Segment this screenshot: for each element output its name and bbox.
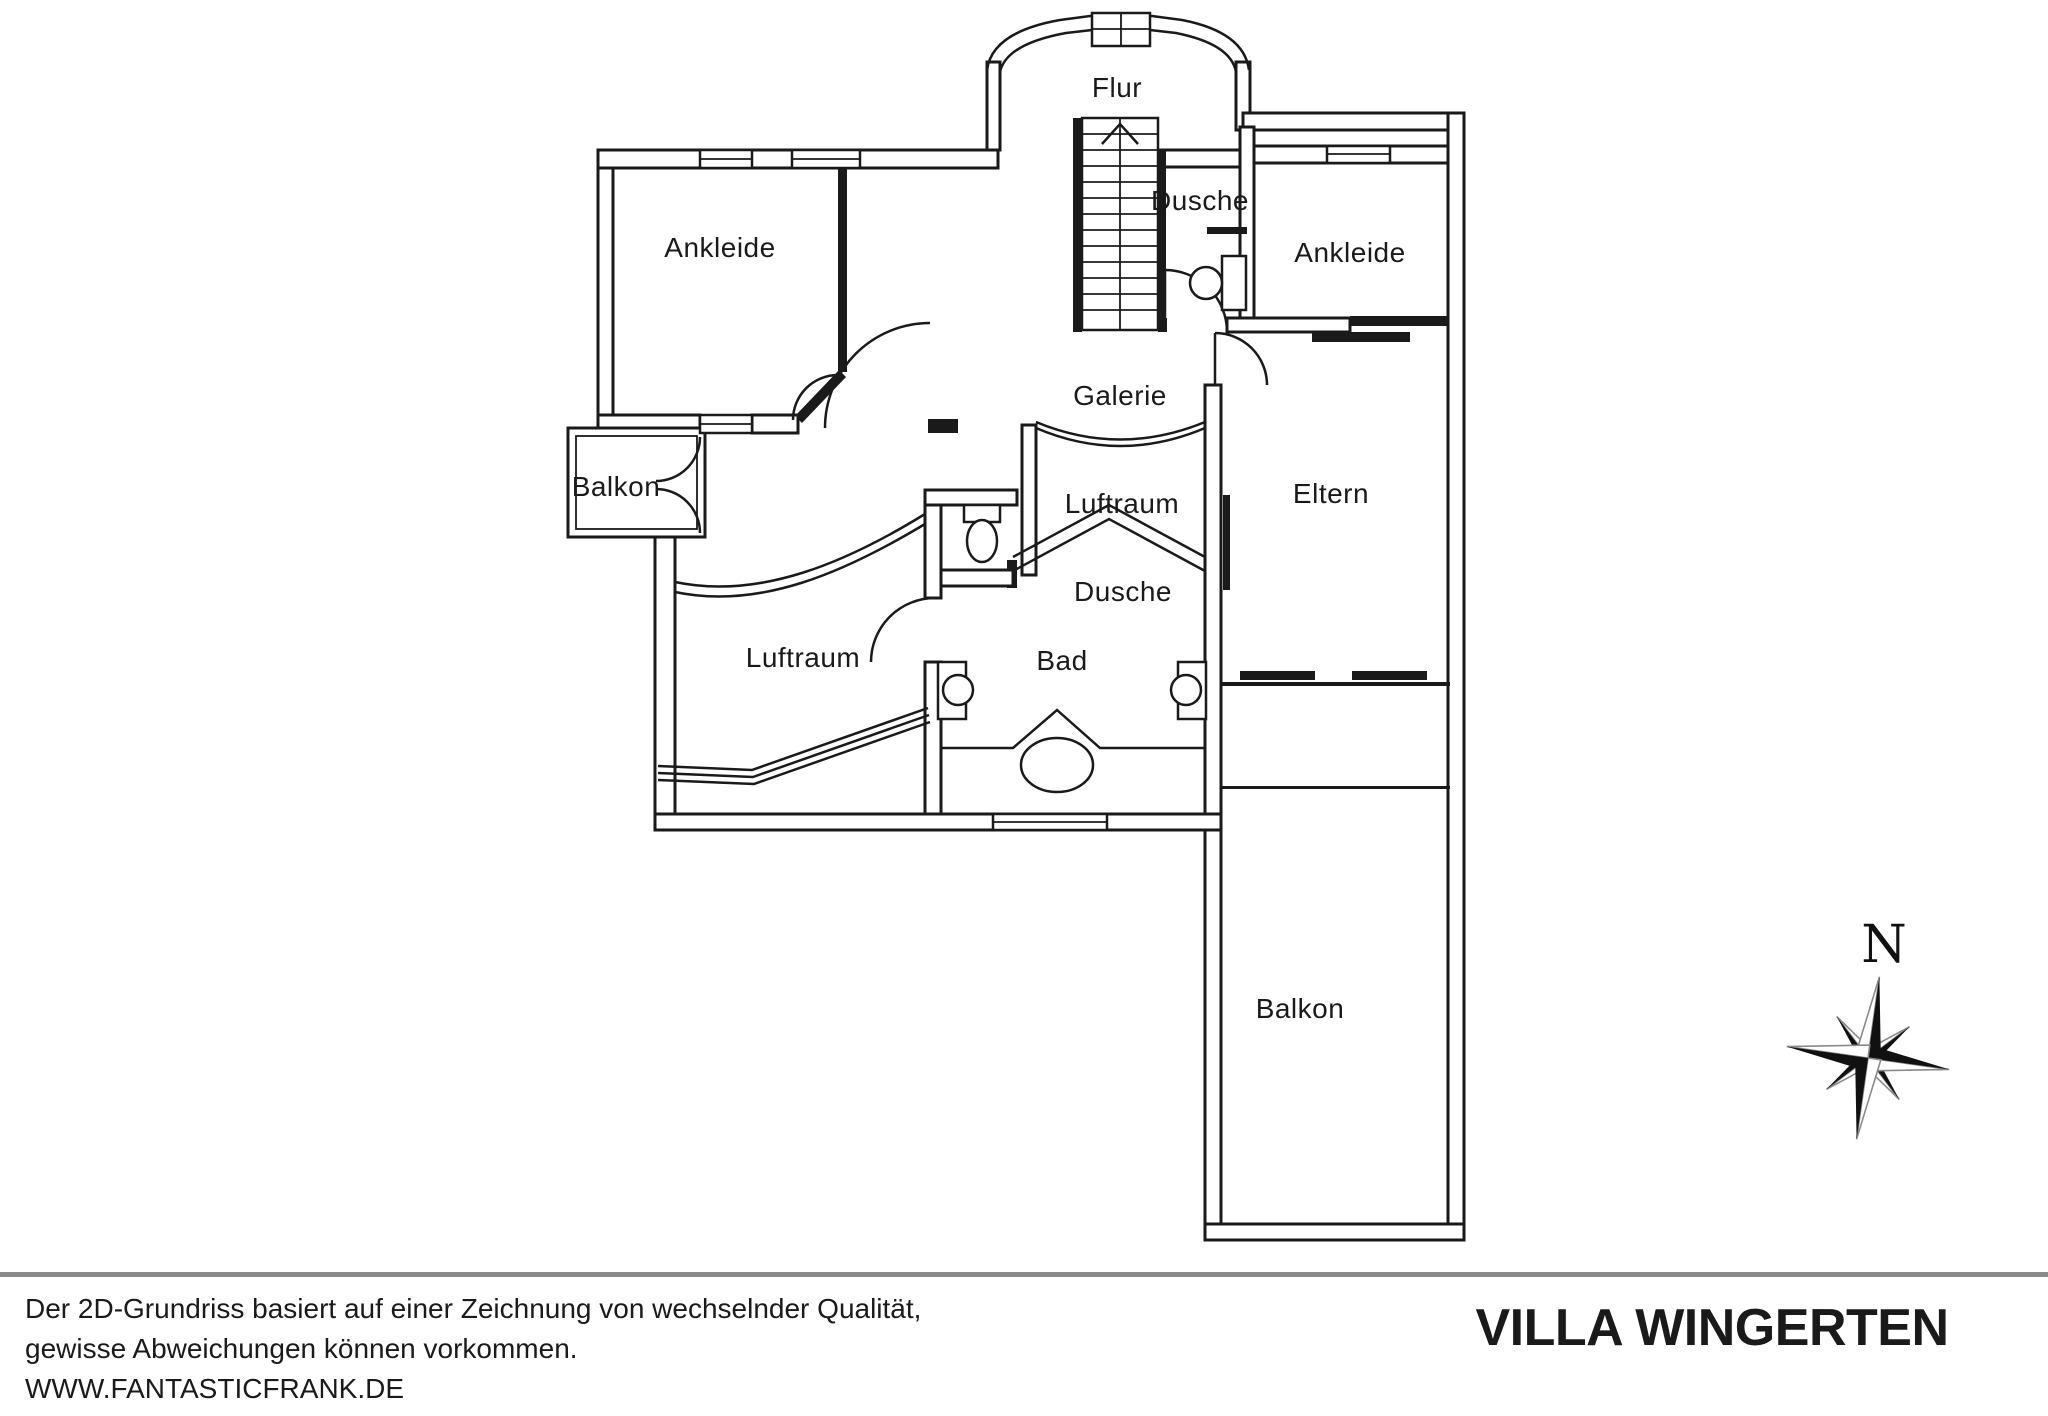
bathtub-icon: [941, 708, 1205, 794]
door-arc: [869, 596, 936, 663]
doors: [655, 268, 1269, 663]
room-label-ankleide-left: Ankleide: [664, 232, 775, 263]
plan-title: VILLA WINGERTEN: [1476, 1299, 1949, 1357]
room-label-balkon-left: Balkon: [572, 471, 661, 502]
room-label-ankleide-right: Ankleide: [1294, 237, 1405, 268]
windows: [698, 11, 1392, 832]
room-label-flur: Flur: [1092, 72, 1142, 103]
french-door-arc: [655, 487, 702, 534]
room-label-luftraum-mid: Luftraum: [1065, 488, 1180, 519]
room-label-bad: Bad: [1036, 645, 1087, 676]
room-label-galerie: Galerie: [1073, 380, 1167, 411]
room-label-dusche-top: Dusche: [1151, 185, 1249, 216]
window-icon: [698, 148, 754, 170]
room-label-eltern: Eltern: [1293, 478, 1369, 509]
compass: N: [1786, 915, 1950, 1140]
sink-icon: [1169, 660, 1208, 721]
door-arc: [791, 373, 839, 421]
french-door-arc: [655, 436, 702, 483]
walls: [566, 14, 1466, 1242]
footer-divider: [0, 1272, 2048, 1277]
footer-disclaimer-line2: gewisse Abweichungen können vorkommen.: [25, 1333, 578, 1364]
sink-icon: [936, 660, 975, 721]
stair-direction-arrow: [1101, 122, 1139, 145]
footer: Der 2D-Grundriss basiert auf einer Zeich…: [0, 1272, 2048, 1404]
door-arc: [823, 321, 931, 429]
room-label-balkon-bottom: Balkon: [1256, 993, 1345, 1024]
toilet-icon: [1188, 254, 1248, 312]
room-label-luftraum-left: Luftraum: [746, 642, 861, 673]
fixtures: [936, 254, 1248, 794]
stairs-icon: [1080, 116, 1160, 332]
compass-rose-icon: [1786, 976, 1950, 1140]
window-icon: [698, 413, 754, 435]
room-labels: Flur Ankleide Dusche Ankleide Galerie Ba…: [572, 72, 1406, 1024]
window-icon: [790, 148, 862, 170]
footer-disclaimer-line1: Der 2D-Grundriss basiert auf einer Zeich…: [25, 1293, 921, 1324]
window-icon: [1090, 11, 1152, 48]
window-icon: [1325, 144, 1392, 165]
compass-north-label: N: [1861, 915, 1907, 975]
room-label-dusche-mid: Dusche: [1074, 576, 1172, 607]
footer-website-link[interactable]: WWW.FANTASTICFRANK.DE: [25, 1373, 404, 1404]
toilet-icon: [962, 503, 1002, 564]
railings: [657, 420, 1206, 786]
window-icon: [991, 812, 1109, 832]
door-arc: [1214, 331, 1269, 386]
